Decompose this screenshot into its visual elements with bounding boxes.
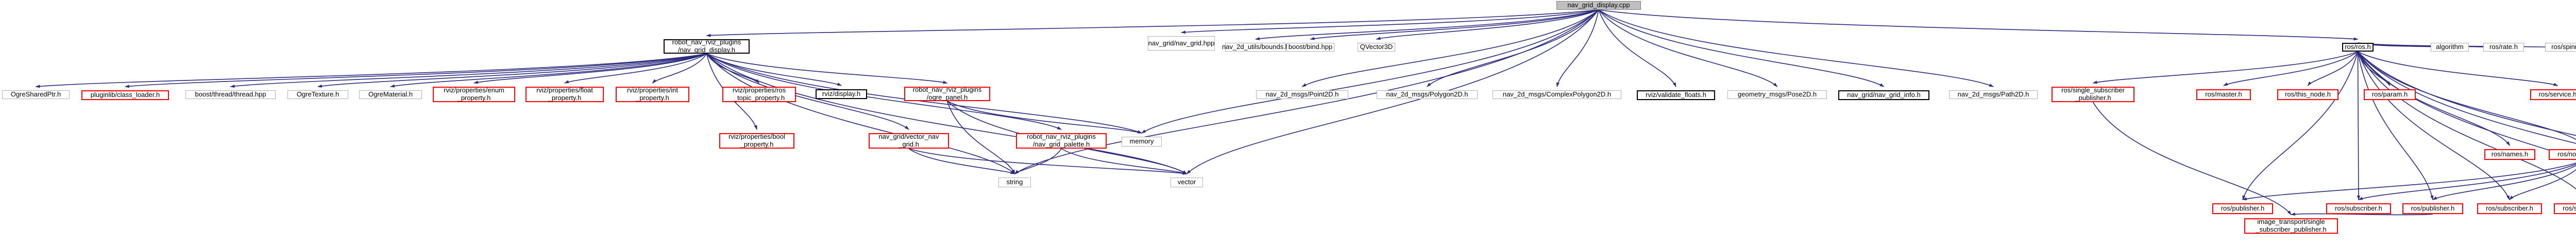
node-nav-2d-msgs-polygon2d-h[interactable]: nav_2d_msgs/Polygon2D.h [1377,90,1478,99]
node-nav-grid-nav-grid-hpp[interactable]: nav_grid/nav_grid.hpp [1148,36,1215,51]
node-nav-2d-msgs-point2d-h[interactable]: nav_2d_msgs/Point2D.h [1256,90,1348,99]
graph-edge [473,53,707,84]
graph-edge [1598,9,1778,87]
node-ros-master-h[interactable]: ros/master.h [2196,89,2251,100]
graph-edge [2509,169,2576,200]
graph-edge [2357,51,2360,200]
graph-edge [2357,51,2576,144]
graph-edge [1141,9,1599,134]
node-ros-spinner-h[interactable]: ros/spinner.h [2545,43,2576,52]
node-ros-rate-h[interactable]: ros/rate.h [2483,43,2524,52]
node-rviz-properties-int-property-h[interactable]: rviz/properties/int _property.h [616,87,689,102]
node-rviz-properties-bool-property-h[interactable]: rviz/properties/bool _property.h [719,133,794,149]
graph-edge [2432,165,2576,200]
node-ros-service-h[interactable]: ros/service.h [2530,89,2576,100]
node-ros-subscriber-h-1[interactable]: ros/subscriber.h [2326,203,2391,214]
node-ros-names-h[interactable]: ros/names.h [2484,149,2535,160]
graph-edge [390,53,707,88]
node-qvector3d[interactable]: QVector3D [1358,43,1395,52]
graph-edge [1598,9,2359,41]
graph-edge [706,53,1188,174]
node-ros-single-subscriber-publisher-h[interactable]: ros/single_subscriber _publisher.h [2052,87,2134,102]
node-vector[interactable]: vector [1171,178,1203,187]
graph-edge [230,53,707,88]
node-rviz-display-h[interactable]: rviz/display.h [816,89,867,99]
graph-edge [2242,51,2359,200]
graph-edge [1181,9,1599,34]
node-rviz-validate-floats-h[interactable]: rviz/validate_floats.h [1637,90,1715,100]
node-nav-2d-utils-bounds-h[interactable]: nav_2d_utils/bounds.h [1222,43,1290,52]
graph-edge [2357,51,2510,200]
graph-edge [947,101,1142,134]
node-robot-nav-rviz-plugins-nav-grid-palette-h[interactable]: robot_nav_rviz_plugins /nav_grid_palette… [1016,133,1107,149]
graph-edge [2092,51,2358,84]
graph-edge [1427,9,1599,87]
node-string[interactable]: string [998,178,1031,187]
node-ros-subscriber-h-2[interactable]: ros/subscriber.h [2477,203,2542,214]
node-nav-grid-nav-grid-info-h[interactable]: nav_grid/nav_grid_info.h [1838,90,1929,100]
graph-edge [706,9,1599,37]
node-ros-ros-h[interactable]: ros/ros.h [2342,43,2374,52]
graph-edge [2358,51,2558,86]
graph-edge [1376,9,1599,40]
graph-edge [652,53,707,84]
graph-edge [1255,9,1599,40]
node-ros-subscriber-h-3[interactable]: ros/subscriber.h [2554,203,2576,214]
node-nav-grid-vector-nav-grid-h[interactable]: nav_grid/vector_nav _grid.h [869,133,949,149]
node-ros-this-node-h[interactable]: ros/this_node.h [2277,89,2338,100]
graph-edge [1598,9,1676,87]
graph-edge [125,53,707,88]
graph-edge [706,53,760,84]
node-boost-bind-hpp[interactable]: boost/bind.hpp [1286,43,1334,52]
graph-edge [908,148,1015,174]
node-ogrematerial-h[interactable]: OgreMaterial.h [359,90,422,99]
graph-edge [2358,164,2576,200]
graph-edge [2092,102,2292,215]
node-ros-param-h[interactable]: ros/param.h [2364,89,2416,100]
node-rviz-properties-float-property-h[interactable]: rviz/properties/float _property.h [526,87,604,102]
node-rviz-properties-enum-property-h[interactable]: rviz/properties/enum _property.h [433,87,515,102]
node-memory[interactable]: memory [1122,137,1162,147]
graph-edge [1598,9,1994,87]
node-algorithm[interactable]: algorithm [2431,43,2469,52]
node-boost-thread-thread-hpp[interactable]: boost/thread/thread.hpp [185,90,276,99]
graph-edge [2357,51,2434,200]
graph-edge [317,53,707,88]
node-image-transport-single-subscriber-publisher-h[interactable]: image_transport/single _subscriber_publi… [2244,218,2338,234]
graph-edge [1310,9,1599,40]
graph-edge [706,53,948,84]
graph-edge [946,101,1015,174]
node-robot-nav-rviz-plugins-ogre-panel-h[interactable]: robot_nav_rviz_plugins /ogre_panel.h [904,86,990,101]
graph-edge [1014,148,1062,174]
graph-edge [2357,51,2576,136]
graph-edge [706,53,842,86]
node-nav-2d-msgs-path2d-h[interactable]: nav_2d_msgs/Path2D.h [1949,90,2038,99]
graph-edge [1061,148,1188,174]
graph-edge [2307,51,2359,86]
graph-edge [2242,163,2576,201]
node-robot-nav-rviz-plugins-nav-grid-display-h[interactable]: robot_nav_rviz_plugins /nav_grid_display… [664,39,750,54]
node-ogresharedptr-h[interactable]: OgreSharedPtr.h [2,90,70,99]
graph-edge [1556,9,1599,87]
graph-edge [1301,9,1599,87]
node-pluginlib-class-loader-h[interactable]: pluginlib/class_loader.h [81,90,169,100]
graph-edge [2357,51,2391,86]
graph-edge [908,148,1188,175]
graph-edge [564,53,707,84]
graph-edge [2223,51,2358,86]
node-nav-grid-display-cpp[interactable]: nav_grid_display.cpp [1556,1,1641,10]
node-ogretexture-h[interactable]: OgreTexture.h [287,90,348,99]
node-ros-publisher-h-1[interactable]: ros/publisher.h [2212,203,2273,214]
node-rviz-properties-ros-topic-property-h[interactable]: rviz/properties/ros _topic_property.h [722,87,796,102]
graph-edge [2357,51,2576,159]
graph-edge [706,53,1015,174]
graph-edge [35,53,707,88]
graph-edge [1598,9,1885,87]
graph-edge [2357,51,2576,190]
node-geometry-msgs-pose2d-h[interactable]: geometry_msgs/Pose2D.h [1727,90,1827,99]
node-nav-2d-msgs-complexpolygon2d-h[interactable]: nav_2d_msgs/ComplexPolygon2D.h [1493,90,1621,99]
node-ros-publisher-h-2[interactable]: ros/publisher.h [2402,203,2463,214]
node-ros-node-handle-h[interactable]: ros/node_handle.h [2549,149,2576,160]
